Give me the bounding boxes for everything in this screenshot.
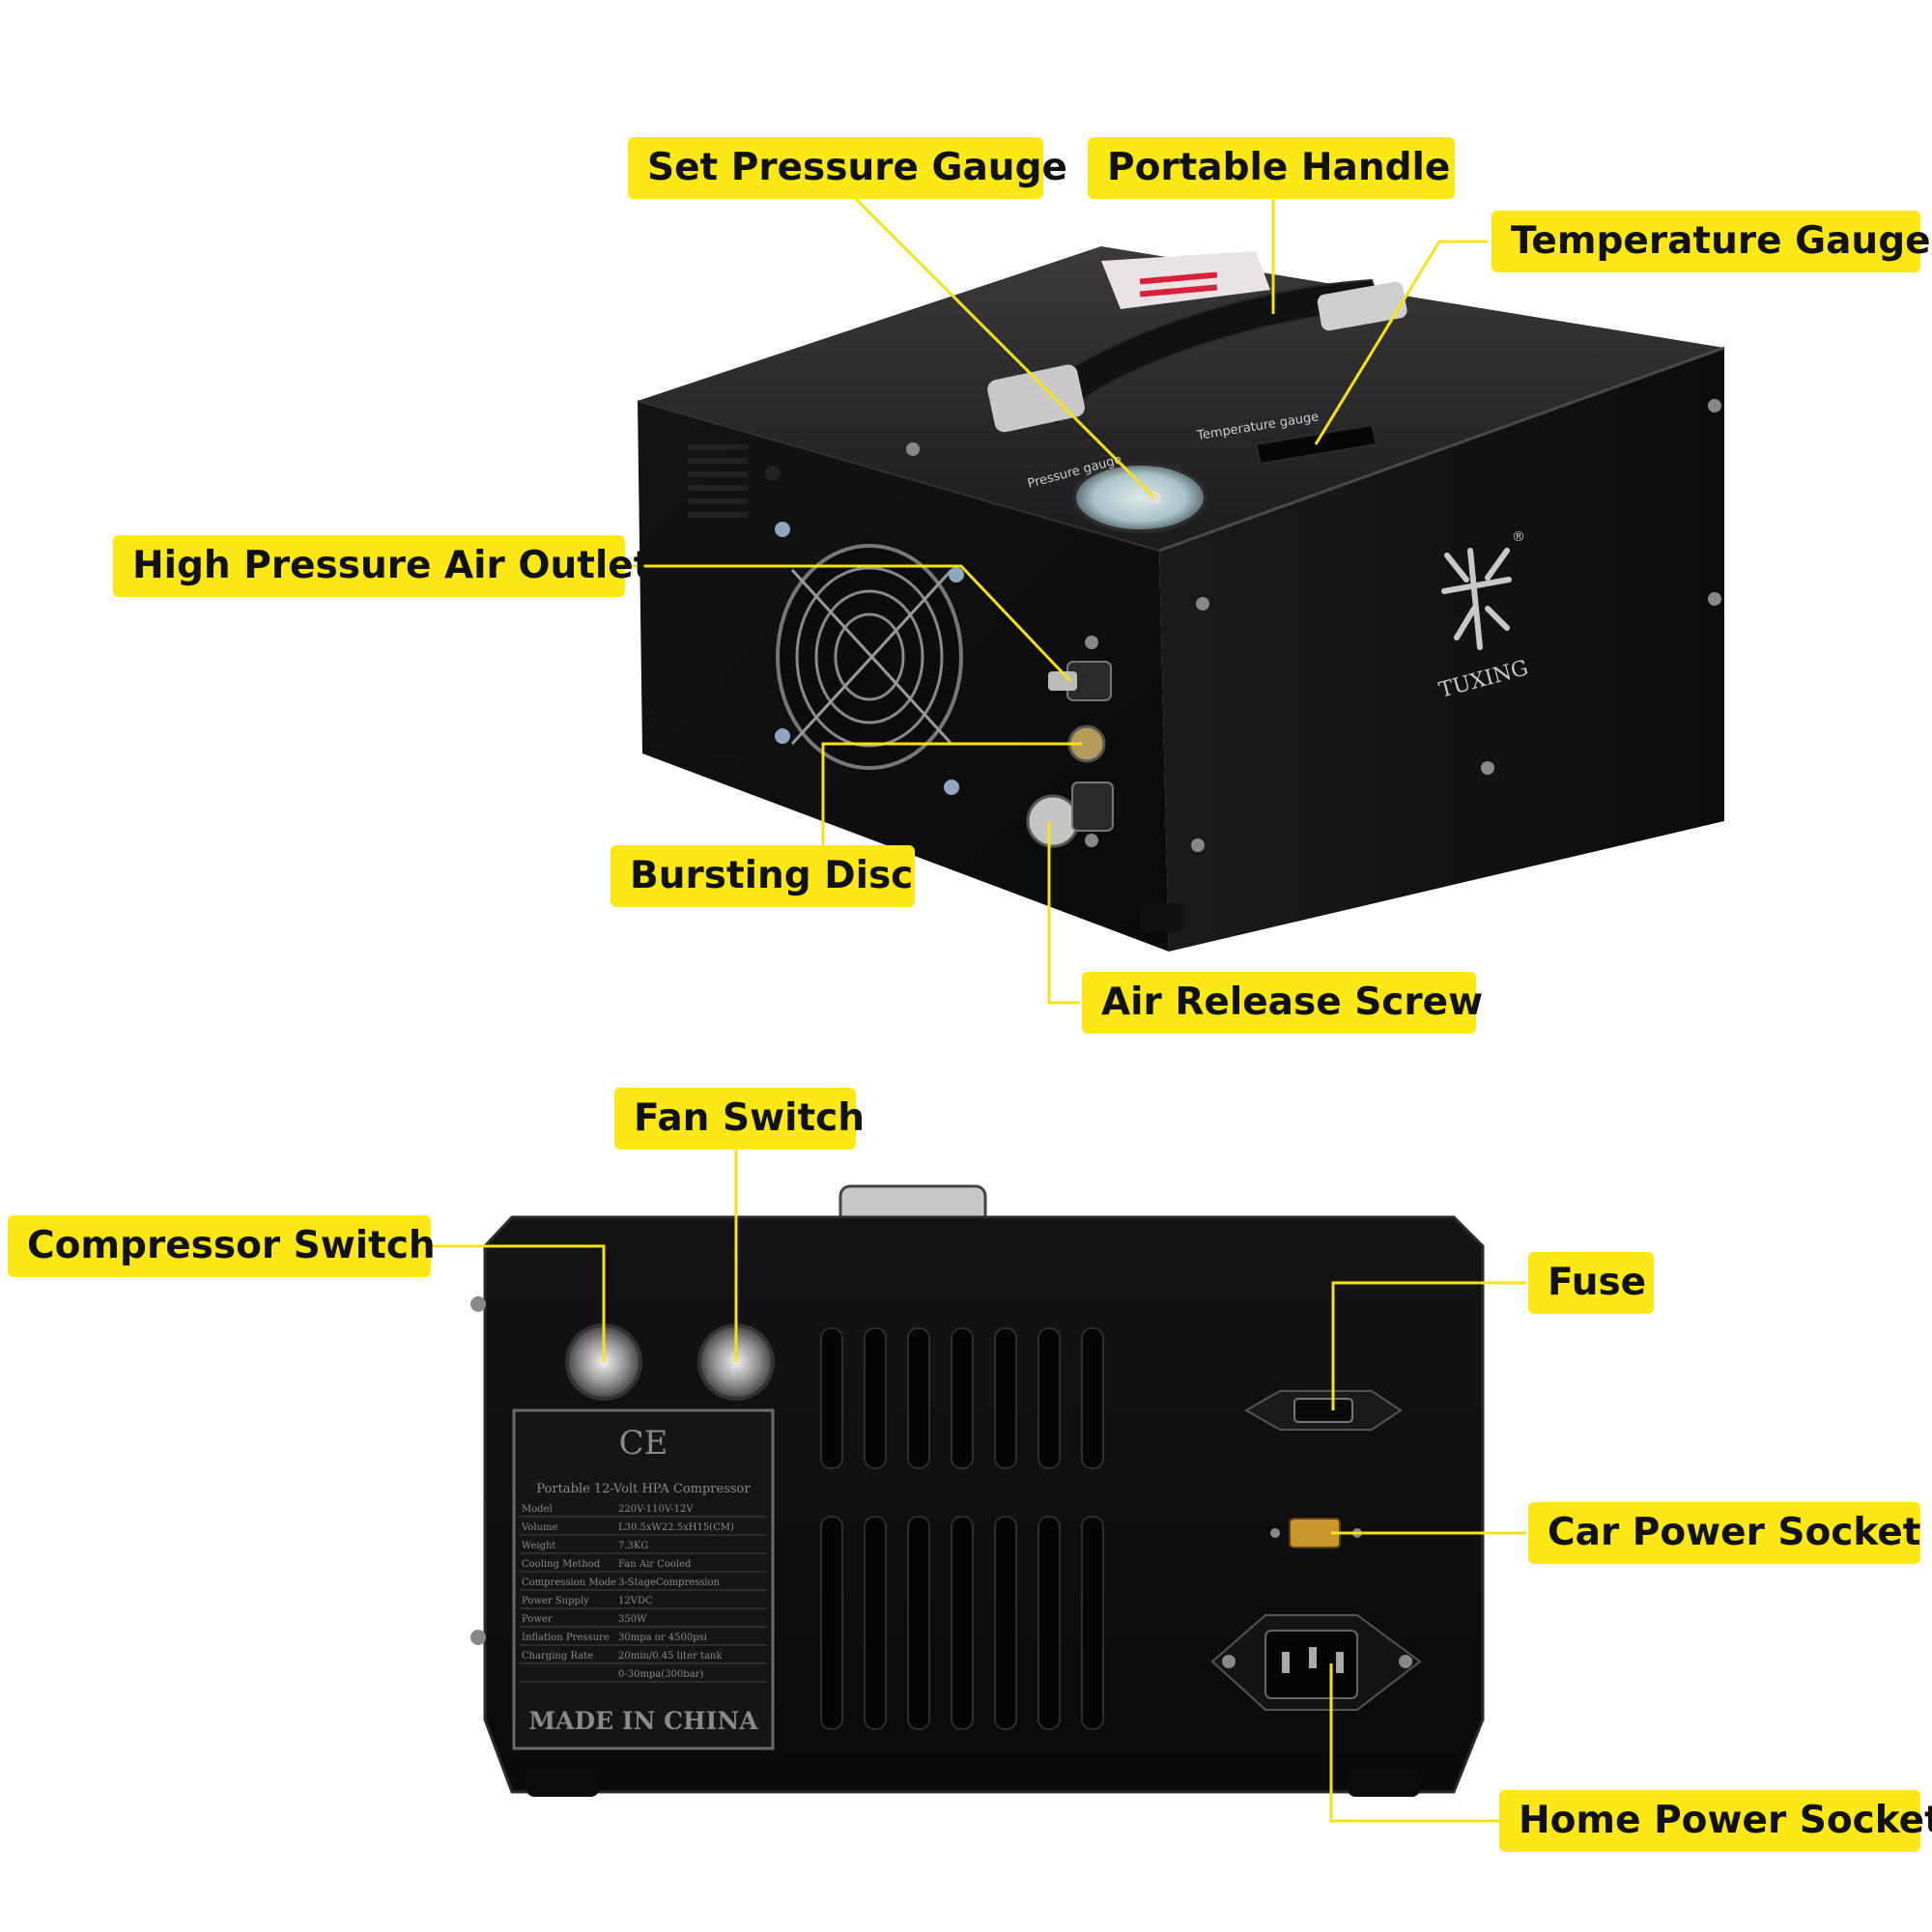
callout-compressor-switch: Compressor Switch: [8, 1215, 436, 1277]
nameplate-row-value: 3-StageCompression: [618, 1577, 721, 1588]
pressure-gauge: [1072, 462, 1208, 533]
leader-home-power-socket: [1329, 1663, 1499, 1823]
rear-vents: [820, 1327, 1104, 1730]
screw: [1481, 761, 1494, 775]
sticker-stripe: [1139, 271, 1218, 285]
screw: [906, 442, 920, 456]
screw: [470, 1296, 486, 1312]
socket-pin: [1309, 1647, 1317, 1668]
screw: [944, 780, 959, 795]
leader-fuse: [1331, 1281, 1526, 1410]
screw: [949, 567, 964, 582]
top-panel: [638, 246, 1724, 551]
screw: [1196, 597, 1209, 611]
nameplate-row-key: Power Supply: [522, 1596, 589, 1606]
fan-guard: [776, 544, 963, 770]
nameplate-row-key: Model: [522, 1504, 553, 1515]
nameplate-row-value: 220V-110V-12V: [618, 1504, 694, 1515]
handle-bracket: [1317, 281, 1407, 331]
panel-edge: [1158, 346, 1725, 553]
callout-temperature-gauge: Temperature Gauge: [1492, 211, 1931, 272]
indicator-hole: [765, 466, 781, 481]
callout-air-release-screw: Air Release Screw: [1082, 972, 1483, 1034]
leader-lines: [430, 196, 1526, 1823]
nameplate-title: Portable 12-Volt HPA Compressor: [536, 1482, 751, 1496]
carry-handle: [987, 278, 1407, 433]
nameplate-rows: Model 220V-110V-12V Volume L30.5xW22.5xH15(…: [520, 1504, 767, 1683]
nameplate-footer: MADE IN CHINA: [528, 1707, 758, 1735]
nameplate-row-value: L30.5xW22.5xH15(CM): [618, 1522, 734, 1533]
screw: [1085, 834, 1098, 847]
socket-pin: [1282, 1652, 1290, 1673]
foot: [1348, 1768, 1420, 1797]
nameplate-row-value: 350W: [618, 1614, 647, 1625]
logo-registered: ®: [1512, 529, 1525, 545]
callout-fuse: Fuse: [1528, 1252, 1654, 1314]
screw: [775, 522, 790, 537]
callout-bursting-disc: Bursting Disc: [611, 845, 915, 907]
nameplate-row-value: 12VDC: [618, 1596, 653, 1606]
nameplate-row-value: 7.3KG: [618, 1541, 648, 1551]
callout-car-power-socket: Car Power Socket: [1528, 1502, 1920, 1564]
air-release-body: [1071, 781, 1114, 832]
nameplate: CE Portable 12-Volt HPA Compressor Model…: [512, 1408, 775, 1750]
nameplate-row-value: 0-30mpa(300bar): [618, 1669, 703, 1680]
screw: [1270, 1528, 1280, 1538]
nameplate-row-key: Weight: [522, 1541, 555, 1551]
socket-pin: [1336, 1652, 1344, 1673]
leader-air-release-screw: [1047, 821, 1080, 1005]
panel-edge: [637, 400, 1160, 552]
air-release-knob: [1026, 794, 1080, 848]
foot: [705, 753, 744, 775]
nameplate-row-value: 30mpa or 4500psi: [618, 1633, 707, 1643]
screw: [1191, 838, 1205, 852]
air-outlet-nipple: [1048, 671, 1077, 691]
compressor-front-view: Pressure gauge Temperature gauge: [637, 246, 1725, 952]
tuxing-logo: [1441, 548, 1512, 650]
callout-home-power-socket: Home Power Socket: [1499, 1790, 1932, 1852]
nameplate-row-key: Volume: [521, 1522, 557, 1533]
side-panel: [1159, 348, 1724, 952]
handle-bracket: [987, 364, 1085, 433]
screw: [470, 1630, 486, 1645]
nameplate-row-key: Charging Rate: [522, 1651, 593, 1662]
foot: [1140, 903, 1183, 932]
callout-set-pressure-gauge: Set Pressure Gauge: [628, 137, 1067, 199]
compressor-rear-view: CE Portable 12-Volt HPA Compressor Model…: [470, 1184, 1485, 1797]
callout-fan-switch: Fan Switch: [614, 1088, 865, 1150]
leader-bursting-disc: [821, 742, 1082, 845]
sticker-stripe: [1139, 284, 1218, 298]
screw: [1399, 1655, 1412, 1668]
nameplate-row-key: Cooling Method: [522, 1559, 601, 1570]
screw: [1222, 1655, 1236, 1668]
screw: [1085, 636, 1098, 649]
front-vent: [688, 444, 748, 518]
callout-portable-handle: Portable Handle: [1088, 137, 1455, 199]
fuse: [1293, 1398, 1353, 1423]
leader-high-pressure-air-outlet: [623, 564, 1072, 683]
callout-high-pressure-air-outlet: High Pressure Air Outlet: [113, 535, 651, 597]
nameplate-row-value: 20min/0.45 liter tank: [618, 1651, 723, 1662]
leader-set-pressure-gauge: [853, 196, 1156, 499]
ce-mark: CE: [619, 1424, 668, 1463]
nameplate-row-value: Fan Air Cooled: [618, 1559, 692, 1570]
nameplate-row-key: Power: [522, 1614, 553, 1625]
nameplate-row-key: Compression Mode: [522, 1577, 616, 1588]
screw: [1708, 592, 1721, 606]
leader-temperature-gauge: [1314, 240, 1488, 445]
screw: [775, 728, 790, 744]
nameplate-row-key: Inflation Pressure: [522, 1633, 610, 1643]
leader-compressor-switch: [430, 1244, 606, 1362]
foot: [526, 1768, 599, 1797]
screw: [1708, 399, 1721, 412]
